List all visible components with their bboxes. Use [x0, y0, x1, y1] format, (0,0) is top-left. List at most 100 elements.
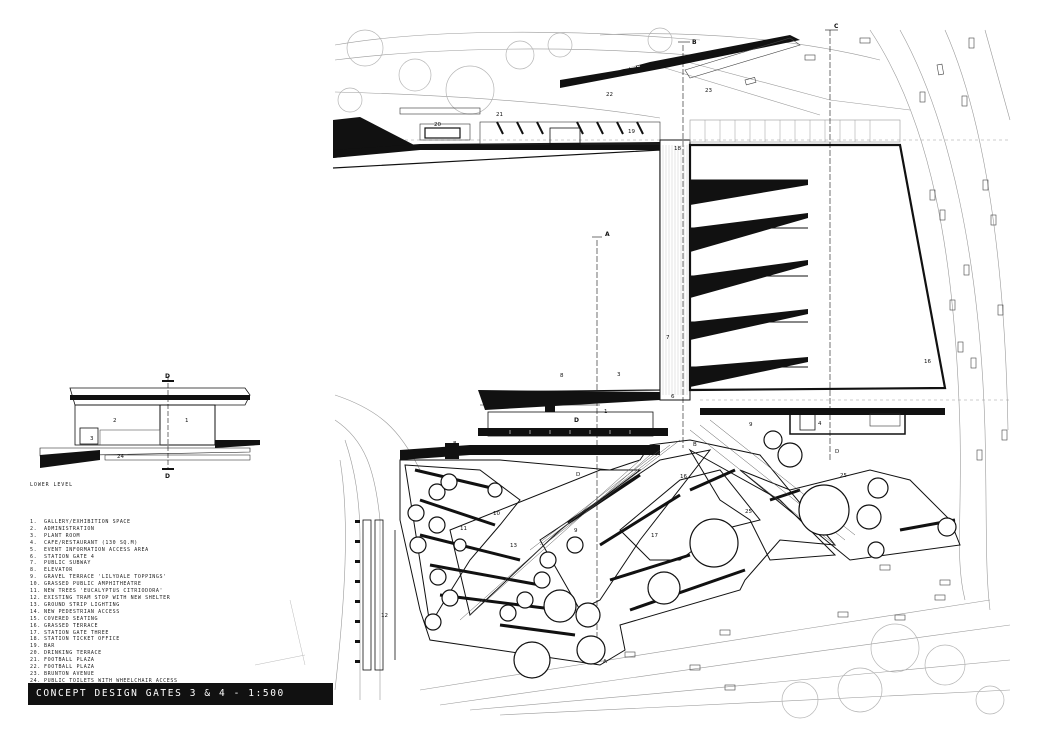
legend-item: 13.GROUND STRIP LIGHTING [30, 602, 290, 609]
inset-label-d-bottom: D [165, 473, 170, 480]
legend-item: 4.CAFE/RESTAURANT (130 SQ.M) [30, 540, 290, 547]
plan-label-6: 6 [671, 394, 675, 400]
section-lines [480, 29, 838, 650]
legend-item: 23.BRUNTON AVENUE [30, 671, 290, 678]
legend-item-number: 1. [30, 519, 38, 525]
legend-item-text: GRASSED TERRACE [44, 622, 99, 629]
inset-label-1: 1 [185, 418, 189, 424]
plan-label-19: 19 [628, 129, 635, 135]
plan-label-a-bottom: A [603, 659, 607, 665]
plan-label-8b: 8 [453, 441, 457, 447]
plan-label-11: 11 [460, 526, 467, 532]
legend-item: 5. EVENT INFORMATION ACCESS AREA [30, 547, 290, 554]
legend-item-number: 19. [30, 643, 41, 650]
legend-item: 15.COVERED SEATING [30, 616, 290, 623]
stadium-block [332, 119, 947, 401]
inset-label-24: 24 [117, 454, 124, 460]
plan-label-23: 23 [705, 88, 712, 94]
plan-label-18: 18 [674, 146, 681, 152]
inset-label-3: 3 [90, 436, 94, 442]
legend-item-number: 15. [30, 615, 41, 622]
legend-item-number: 14. [30, 608, 41, 615]
legend-item-text: FOOTBALL PLAZA [44, 664, 95, 671]
legend-item-text: NEW TREES 'EUCALYPTUS CITRIODORA' [44, 588, 164, 595]
legend-item-text: GALLERY/EXHIBITION SPACE [44, 519, 131, 525]
lower-building [400, 390, 945, 460]
plan-label-c-lower: D [835, 449, 839, 455]
legend-item-number: 24. [30, 677, 41, 684]
legend-item: 16.GRASSED TERRACE [30, 623, 290, 630]
legend-item: 1. GALLERY/EXHIBITION SPACE [30, 519, 290, 526]
legend-item-text: BRUNTON AVENUE [44, 670, 95, 677]
legend-item-text: STATION GATE 4 [44, 553, 95, 560]
legend-item: 24.PUBLIC TOILETS WITH WHEELCHAIR ACCESS [30, 678, 290, 685]
inset-label-d-top: D [165, 373, 170, 380]
legend-item-number: 12. [30, 594, 41, 601]
legend-item-number: 8. [30, 567, 38, 574]
plan-label-10: 10 [493, 511, 500, 517]
legend-item-number: 2. [30, 525, 38, 532]
legend-item-text: GROUND STRIP LIGHTING [44, 601, 120, 608]
legend-item-text: GRASSED PUBLIC AMPHITHEATRE [44, 581, 142, 588]
section-mark-b: B [692, 39, 697, 46]
legend-item-number: 9. [30, 574, 38, 581]
legend-item-text: BAR [44, 643, 55, 650]
legend-item: 18.STATION TICKET OFFICE [30, 636, 290, 643]
plan-label-17: 17 [651, 533, 658, 539]
plan-label-16: 16 [924, 359, 931, 365]
plan-label-12: 12 [381, 613, 388, 619]
legend-item-number: 16. [30, 622, 41, 629]
legend-item-text: STATION GATE THREE [44, 629, 109, 636]
plan-label-7: 7 [666, 335, 670, 341]
legend-item: 8. ELEVATOR [30, 567, 290, 574]
legend-item: 17.STATION GATE THREE [30, 630, 290, 637]
terrace-edges [414, 468, 956, 637]
legend-item-number: 5. [30, 546, 38, 553]
legend-item-number: 20. [30, 650, 41, 657]
legend-item-number: 6. [30, 553, 38, 560]
plan-label-16b: 16 [680, 474, 687, 480]
plan-label-13: 13 [510, 543, 517, 549]
legend-item-text: PLANT ROOM [44, 532, 81, 539]
section-mark-d: D [574, 417, 579, 424]
inset-caption: LOWER LEVEL [30, 482, 74, 488]
legend-item-number: 3. [30, 532, 38, 539]
legend-item-number: 23. [30, 670, 41, 677]
legend-item-number: 18. [30, 636, 41, 643]
vehicles [624, 37, 1008, 691]
legend-item-number: 10. [30, 581, 41, 588]
legend-item: 2. ADMINISTRATION [30, 526, 290, 533]
tram-stop-ticks [355, 520, 360, 663]
plan-label-25b: 25 [840, 473, 847, 479]
section-mark-a: A [605, 231, 610, 238]
legend-item-text: STATION TICKET OFFICE [44, 636, 120, 643]
legend-item-text: ADMINISTRATION [44, 525, 95, 532]
legend-item: 9. GRAVEL TERRACE 'LILYDALE TOPPINGS' [30, 574, 290, 581]
legend-item: 22.FOOTBALL PLAZA [30, 664, 290, 671]
section-mark-c: C [834, 23, 839, 30]
plan-label-d-lower: D [576, 472, 580, 478]
lower-level-inset: 1 2 3 24 D D [39, 373, 260, 480]
legend-item-text: EXISTING TRAM STOP WITH NEW SHELTER [44, 594, 171, 601]
legend-item-text: PUBLIC SUBWAY [44, 560, 91, 567]
legend-item-text: EVENT INFORMATION ACCESS AREA [44, 546, 149, 553]
legend-item-text: ELEVATOR [44, 567, 73, 574]
legend-item-text: FOOTBALL PLAZA [44, 657, 95, 664]
legend-item: 6. STATION GATE 4 [30, 554, 290, 561]
legend-item: 12.EXISTING TRAM STOP WITH NEW SHELTER [30, 595, 290, 602]
legend-item-text: GRAVEL TERRACE 'LILYDALE TOPPINGS' [44, 574, 167, 581]
drawing-title: CONCEPT DESIGN GATES 3 & 4 - 1:500 [28, 683, 333, 705]
legend-item-number: 17. [30, 629, 41, 636]
legend-item-number: 4. [30, 539, 38, 546]
plan-label-20: 20 [434, 122, 441, 128]
plan-label-22: 22 [606, 92, 613, 98]
plan-label-1: 1 [604, 409, 608, 415]
plan-labels: A B C D A B D D 18 7 6 8 3 1 8 16 9 4 16… [381, 23, 931, 665]
plan-label-21: 21 [496, 112, 503, 118]
legend-item: 21.FOOTBALL PLAZA [30, 657, 290, 664]
plaza-terraces [399, 439, 961, 666]
legend-item-number: 21. [30, 657, 41, 664]
legend-item-number: 11. [30, 588, 41, 595]
legend-item-number: 22. [30, 664, 41, 671]
